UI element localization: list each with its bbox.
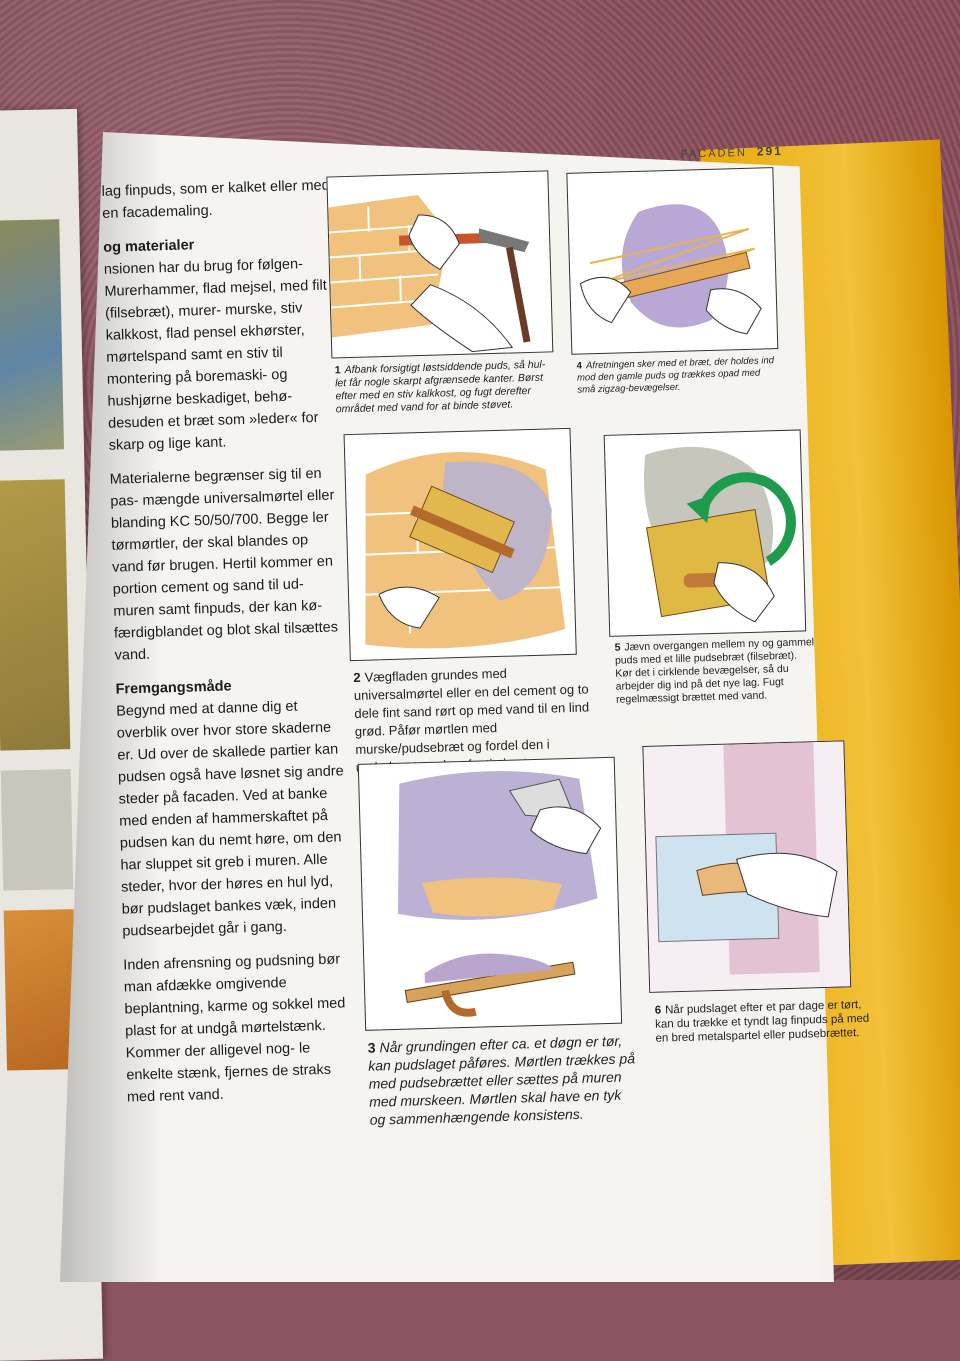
- straightedge-illustration: [579, 204, 762, 335]
- illustration-step-6: [642, 740, 852, 993]
- float-trowel-illustration: [644, 446, 796, 623]
- paragraph: Inden afrensning og pudsning bør man afd…: [123, 951, 346, 1106]
- brick-hammer-illustration: [328, 195, 531, 353]
- left-page-photo: [0, 479, 71, 751]
- paragraph: nsionen har du brug for følgen- Murerham…: [103, 256, 328, 454]
- finishing-coat-illustration: [643, 741, 851, 992]
- illustration-step-5: [603, 429, 807, 637]
- left-page-photo: [0, 769, 74, 891]
- paragraph: Materialerne begrænser sig til en pas- m…: [109, 465, 339, 664]
- section-title: FACADEN: [680, 146, 747, 161]
- illustration-step-1: [326, 170, 554, 359]
- page-number: 291: [756, 143, 784, 159]
- running-head: FACADEN 291: [681, 144, 783, 161]
- left-page-photo: [3, 909, 78, 1071]
- page-content: FACADEN 291 lag finpuds, som er kalket el…: [60, 108, 952, 1282]
- text-column: lag finpuds, som er kalket eller med en …: [101, 174, 357, 1120]
- illustration-step-3: [357, 756, 623, 1031]
- illustration-step-4: [566, 167, 779, 355]
- illustration-step-2: [343, 427, 577, 662]
- brush-priming-illustration: [361, 452, 566, 649]
- paragraph: Begynd med at danne dig et overblik over…: [115, 698, 344, 940]
- intro-text: lag finpuds, som er kalket eller med en …: [101, 177, 330, 222]
- mortar-application-illustration: [397, 771, 602, 1017]
- left-page-photo: [0, 219, 65, 451]
